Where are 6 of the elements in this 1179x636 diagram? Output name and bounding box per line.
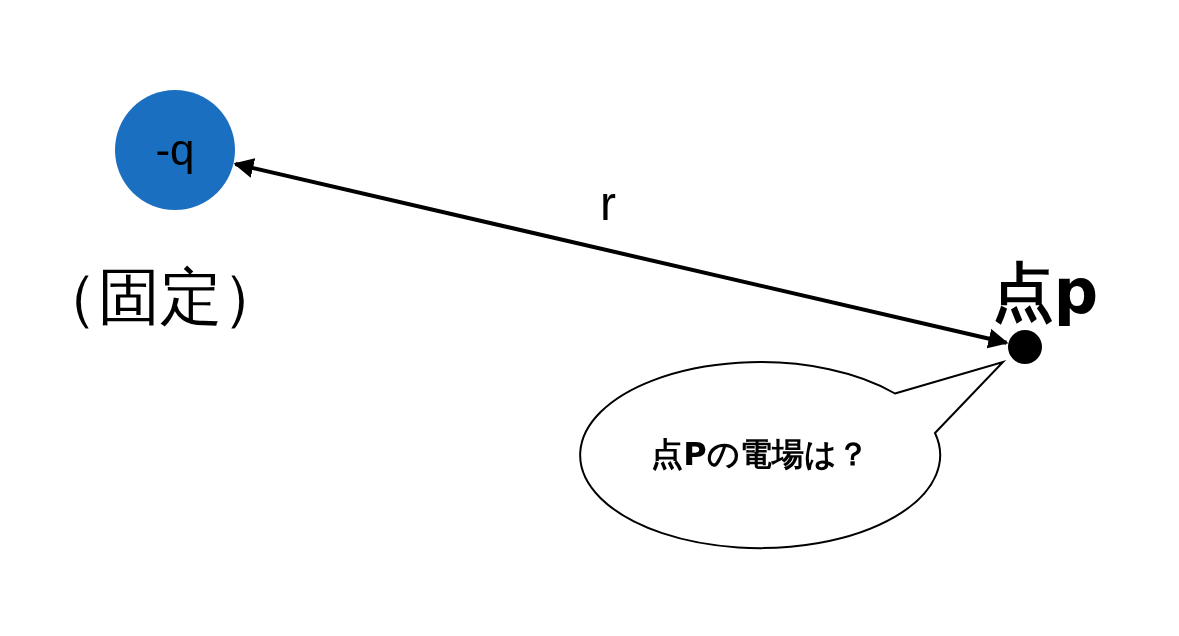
node-label: -q [155,125,195,175]
caption-text: （固定） [35,259,285,335]
point-dot [1008,330,1042,364]
caption-text: 点p [990,254,1100,330]
arrow [233,158,1009,349]
node-label: 点Pの電場は？ [650,434,870,475]
